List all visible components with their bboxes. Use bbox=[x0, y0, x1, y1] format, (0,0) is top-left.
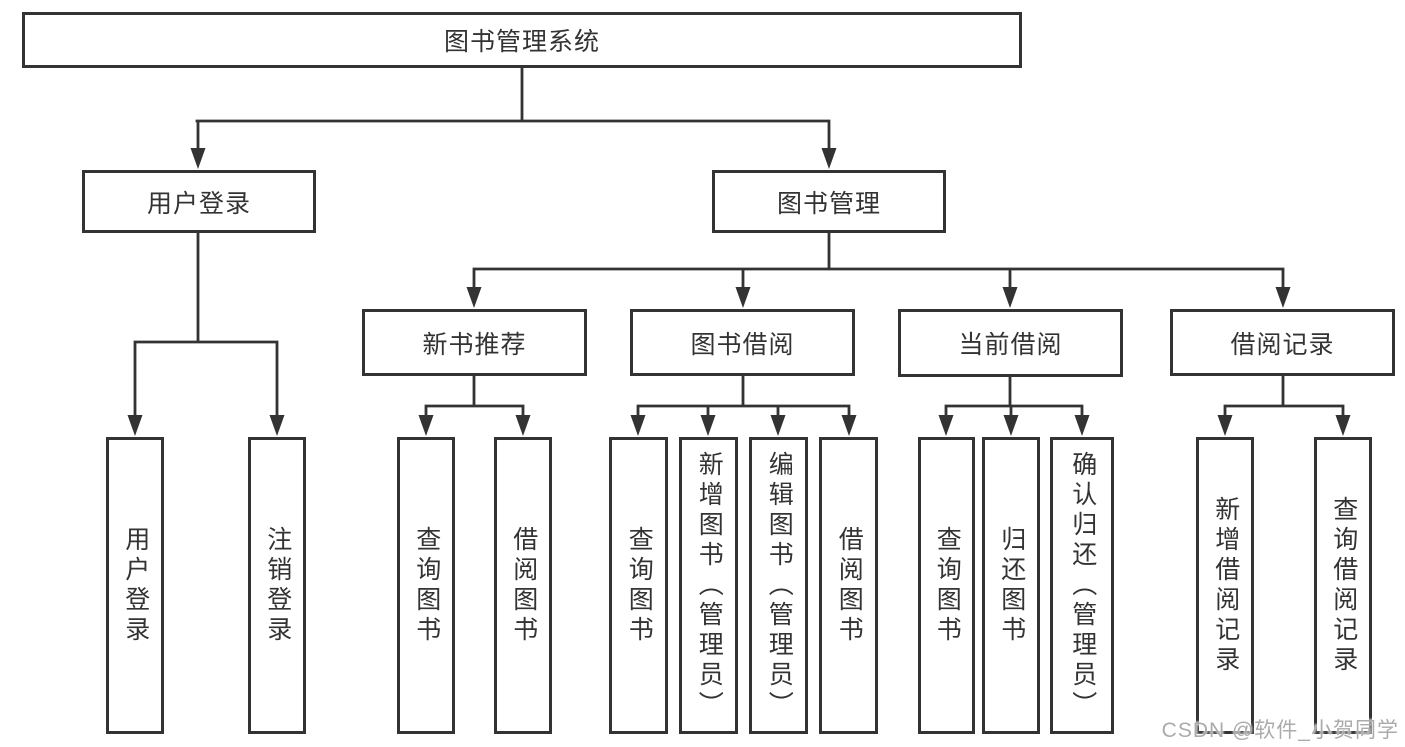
node-query-books-current: 查询图书 bbox=[918, 437, 975, 734]
node-borrow-books: 借阅图书 bbox=[819, 437, 878, 734]
node-query-books-recommend: 查询图书 bbox=[397, 437, 455, 734]
node-user-login-leaf: 用户登录 bbox=[106, 437, 164, 734]
arrowhead-icon bbox=[466, 287, 482, 308]
arrowhead-icon bbox=[821, 148, 837, 169]
arrowhead-icon bbox=[418, 415, 434, 436]
arrowhead-icon bbox=[269, 415, 285, 436]
node-root: 图书管理系统 bbox=[22, 12, 1022, 68]
node-borrowing-records: 借阅记录 bbox=[1170, 309, 1395, 376]
arrowhead-icon bbox=[1074, 415, 1090, 436]
node-query-borrow-record: 查询借阅记录 bbox=[1314, 437, 1372, 734]
node-user-login: 用户登录 bbox=[82, 170, 316, 233]
arrowhead-icon bbox=[1003, 415, 1019, 436]
arrowheads bbox=[127, 148, 1351, 436]
arrowhead-icon bbox=[735, 287, 751, 308]
arrowhead-icon bbox=[1335, 415, 1351, 436]
arrowhead-icon bbox=[630, 415, 646, 436]
arrowhead-icon bbox=[1217, 415, 1233, 436]
arrowhead-icon bbox=[770, 415, 786, 436]
arrowhead-icon bbox=[938, 415, 954, 436]
node-add-borrow-record: 新增借阅记录 bbox=[1196, 437, 1254, 734]
node-edit-book-admin: 编辑图书（管理员） bbox=[749, 437, 808, 734]
node-return-books: 归还图书 bbox=[982, 437, 1040, 734]
arrowhead-icon bbox=[1275, 287, 1291, 308]
node-confirm-return-admin: 确认归还（管理员） bbox=[1050, 437, 1114, 734]
node-book-borrowing: 图书借阅 bbox=[630, 309, 855, 376]
arrowhead-icon bbox=[190, 148, 206, 169]
node-borrow-books-recommend: 借阅图书 bbox=[494, 437, 552, 734]
arrowhead-icon bbox=[127, 415, 143, 436]
node-book-management: 图书管理 bbox=[712, 170, 946, 233]
arrowhead-icon bbox=[841, 415, 857, 436]
node-new-book-recommend: 新书推荐 bbox=[362, 309, 587, 376]
node-query-books-borrowing: 查询图书 bbox=[609, 437, 668, 734]
arrowhead-icon bbox=[515, 415, 531, 436]
connector-lines bbox=[133, 65, 1345, 422]
node-add-book-admin: 新增图书（管理员） bbox=[679, 437, 738, 734]
arrowhead-icon bbox=[1002, 287, 1018, 308]
node-current-borrowing: 当前借阅 bbox=[898, 309, 1123, 377]
node-logout: 注销登录 bbox=[248, 437, 306, 734]
arrowhead-icon bbox=[700, 415, 716, 436]
